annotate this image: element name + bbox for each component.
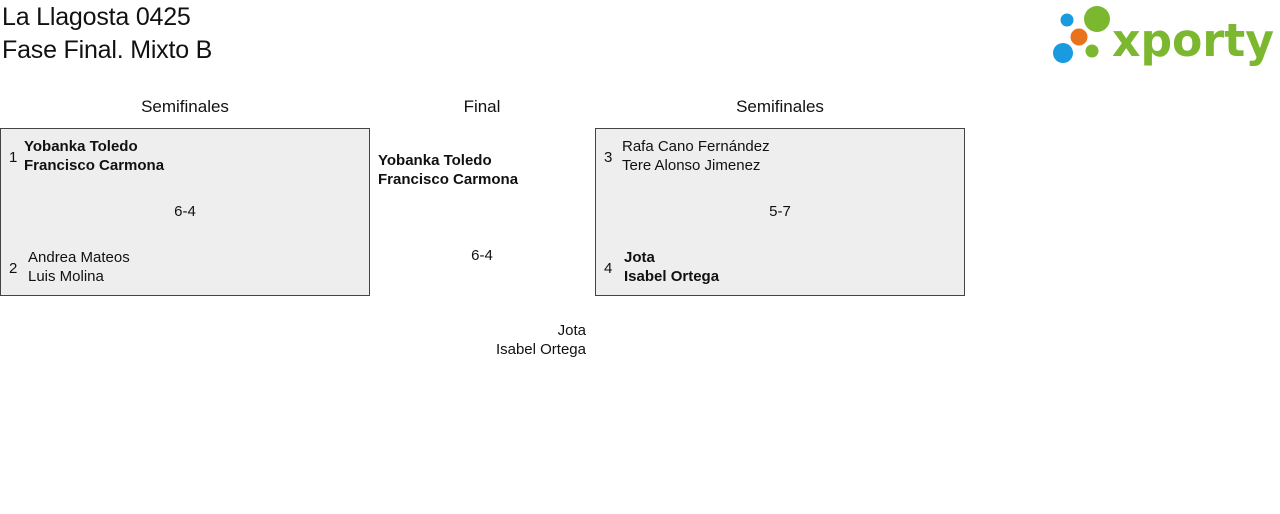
semifinal-match-right[interactable]: 3 Rafa Cano Fernández Tere Alonso Jimene… (595, 128, 965, 296)
logo-dot-blue-small (1060, 13, 1074, 27)
final-team1-player: Francisco Carmona (378, 171, 519, 188)
match-score: 6-4 (174, 203, 196, 220)
seed-number: 4 (604, 260, 613, 277)
xporty-logo-mark: xporty (1053, 6, 1274, 67)
seed-number: 1 (9, 149, 18, 166)
player-name: Andrea Mateos (28, 249, 130, 266)
column-header-final: Final (463, 97, 501, 116)
logo-dot-orange (1070, 28, 1088, 46)
xporty-logo[interactable]: xporty (1050, 4, 1278, 68)
player-name: Luis Molina (28, 268, 104, 285)
player-name: Tere Alonso Jimenez (622, 157, 761, 174)
player-name: Rafa Cano Fernández (622, 138, 770, 155)
phase-title: Fase Final. Mixto B (2, 36, 213, 64)
column-header-semifinals-right: Semifinales (736, 97, 824, 116)
seed-number: 2 (9, 260, 18, 277)
logo-dot-blue-large (1053, 43, 1073, 63)
logo-dot-green-large (1084, 6, 1110, 32)
seed-number: 3 (604, 149, 613, 166)
column-header-semifinals-left: Semifinales (141, 97, 229, 116)
player-name: Yobanka Toledo (24, 138, 138, 155)
player-name: Francisco Carmona (24, 157, 165, 174)
player-name: Isabel Ortega (624, 268, 720, 285)
final-team1-player: Yobanka Toledo (378, 152, 492, 169)
logo-wordmark: xporty (1112, 14, 1274, 67)
final-team2-player: Jota (557, 322, 586, 339)
player-name: Jota (624, 249, 655, 266)
final-score: 6-4 (471, 247, 493, 264)
logo-dot-green-small (1085, 44, 1099, 58)
final-team2-player: Isabel Ortega (495, 341, 586, 358)
match-score: 5-7 (769, 203, 791, 220)
semifinal-match-left[interactable]: 1 Yobanka Toledo Francisco Carmona 6-4 2… (0, 128, 370, 296)
tournament-title: La Llagosta 0425 (2, 3, 191, 31)
